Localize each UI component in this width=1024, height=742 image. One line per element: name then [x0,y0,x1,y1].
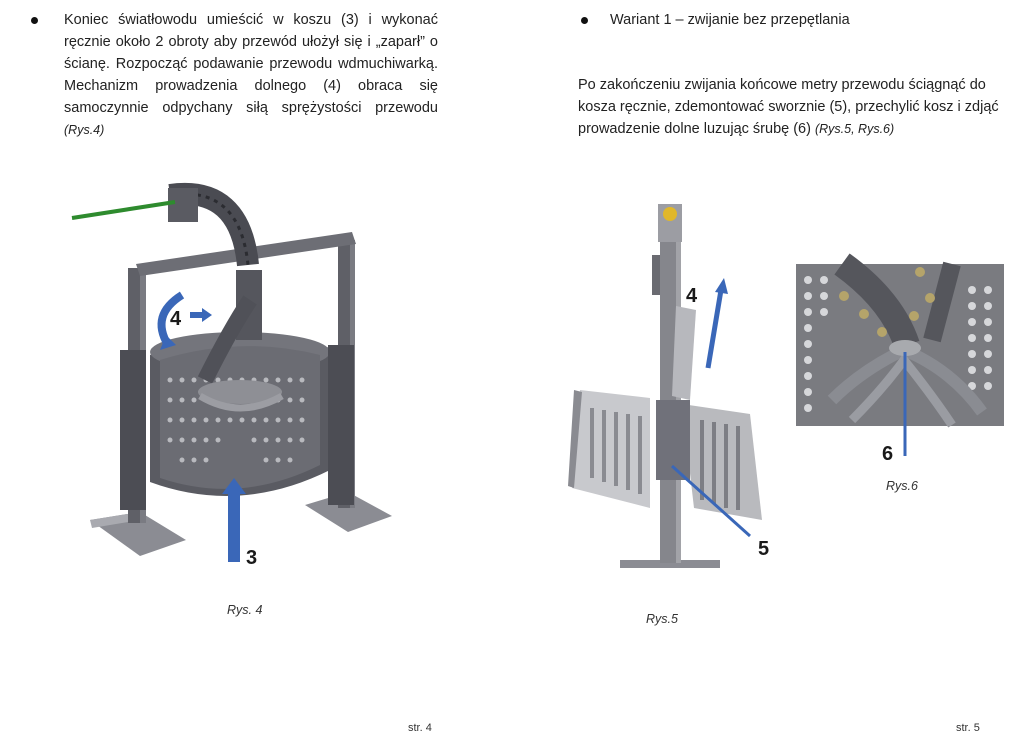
figure-rys6-illustration: 6 [796,253,1004,465]
instruction-paragraph-right: Po zakończeniu zwijania końcowe metry pr… [578,74,1008,140]
instruction-paragraph-left: Koniec światłowodu umieścić w koszu (3) … [64,9,438,141]
bullet-marker [31,17,38,24]
bullet-marker [581,17,588,24]
page-left: Koniec światłowodu umieścić w koszu (3) … [31,9,438,734]
figure-reference: (Rys.5, Rys.6) [814,122,895,136]
bullet-heading: Wariant 1 – zwijanie bez przepętlania [610,12,850,28]
callout-label-3: 3 [246,547,257,569]
callout-label-6: 6 [882,443,893,465]
paragraph-text: Po zakończeniu zwijania końcowe metry pr… [578,77,999,137]
paragraph-text: Koniec światłowodu umieścić w koszu (3) … [64,12,438,116]
page-number-left: str. 4 [408,722,432,734]
page-number-right: str. 5 [956,722,980,734]
figure-caption-rys6: Rys.6 [886,479,918,493]
figure-rys4-illustration: 4 3 [71,182,392,569]
figure-caption-rys4: Rys. 4 [227,603,263,617]
page-right: Wariant 1 – zwijanie bez przepętlania Po… [512,0,1024,742]
figure-reference: (Rys.4) [64,123,105,137]
figure-caption-rys5: Rys.5 [646,612,678,626]
figure-rys5-illustration: 4 5 [568,204,769,568]
callout-label-5: 5 [758,538,769,560]
callout-label-4: 4 [686,285,698,307]
callout-label-4: 4 [170,308,182,330]
